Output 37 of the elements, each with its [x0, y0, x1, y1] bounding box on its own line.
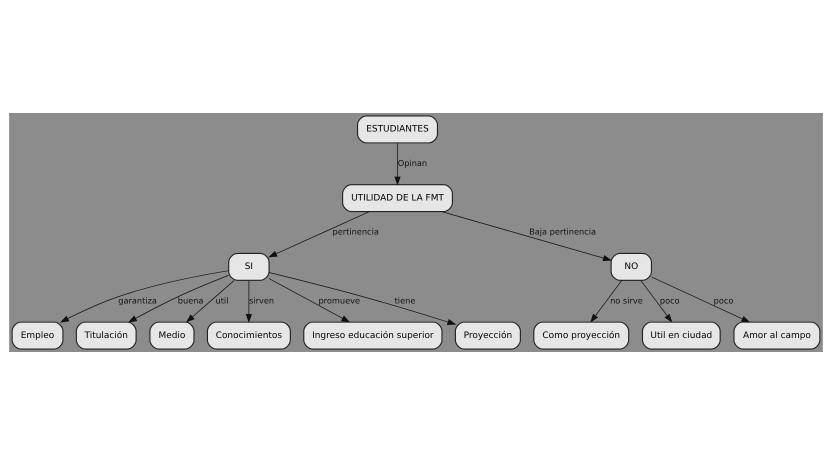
arrow: [268, 278, 350, 322]
node-box: Amor al campo: [733, 321, 820, 350]
node-box: Util en ciudad: [642, 321, 721, 350]
arrow: [394, 142, 401, 186]
edge-label: util: [216, 294, 228, 305]
arrow: [246, 280, 252, 323]
edge-label: sirven: [249, 294, 274, 305]
arrow: [128, 274, 229, 322]
edge-label: poco: [714, 294, 734, 305]
arrow: [268, 272, 456, 324]
arrow: [60, 270, 229, 322]
node-box: SI: [228, 252, 270, 280]
arrow: [441, 210, 612, 261]
node-box: Empleo: [12, 321, 64, 350]
edge-label: Opinan: [398, 157, 428, 168]
edge-label: promueve: [318, 294, 360, 305]
edge-label: garantiza: [118, 294, 157, 305]
arrow: [186, 280, 234, 322]
node-box: Titulación: [76, 321, 137, 350]
node-box: Medio: [149, 321, 195, 350]
node-box: Ingreso educación superior: [303, 321, 443, 350]
edge-label: pertinencia: [332, 226, 379, 236]
node-box: UTILIDAD DE LA FMT: [342, 184, 453, 212]
node-box: NO: [610, 252, 652, 280]
node-box: Conocimientos: [206, 321, 291, 350]
edge-label: buena: [178, 294, 204, 305]
arrow: [590, 280, 622, 322]
node-box: ESTUDIANTES: [357, 114, 438, 143]
edge-label: tiene: [394, 294, 416, 305]
edge-label: Baja pertinencia: [529, 226, 596, 236]
edge-label: no sirve: [610, 294, 643, 305]
arrow: [268, 210, 370, 257]
node-box: Como proyección: [533, 321, 630, 350]
edge-label: poco: [660, 294, 680, 305]
node-box: Proyección: [454, 321, 521, 350]
arrow: [651, 276, 750, 322]
arrow: [640, 280, 672, 322]
